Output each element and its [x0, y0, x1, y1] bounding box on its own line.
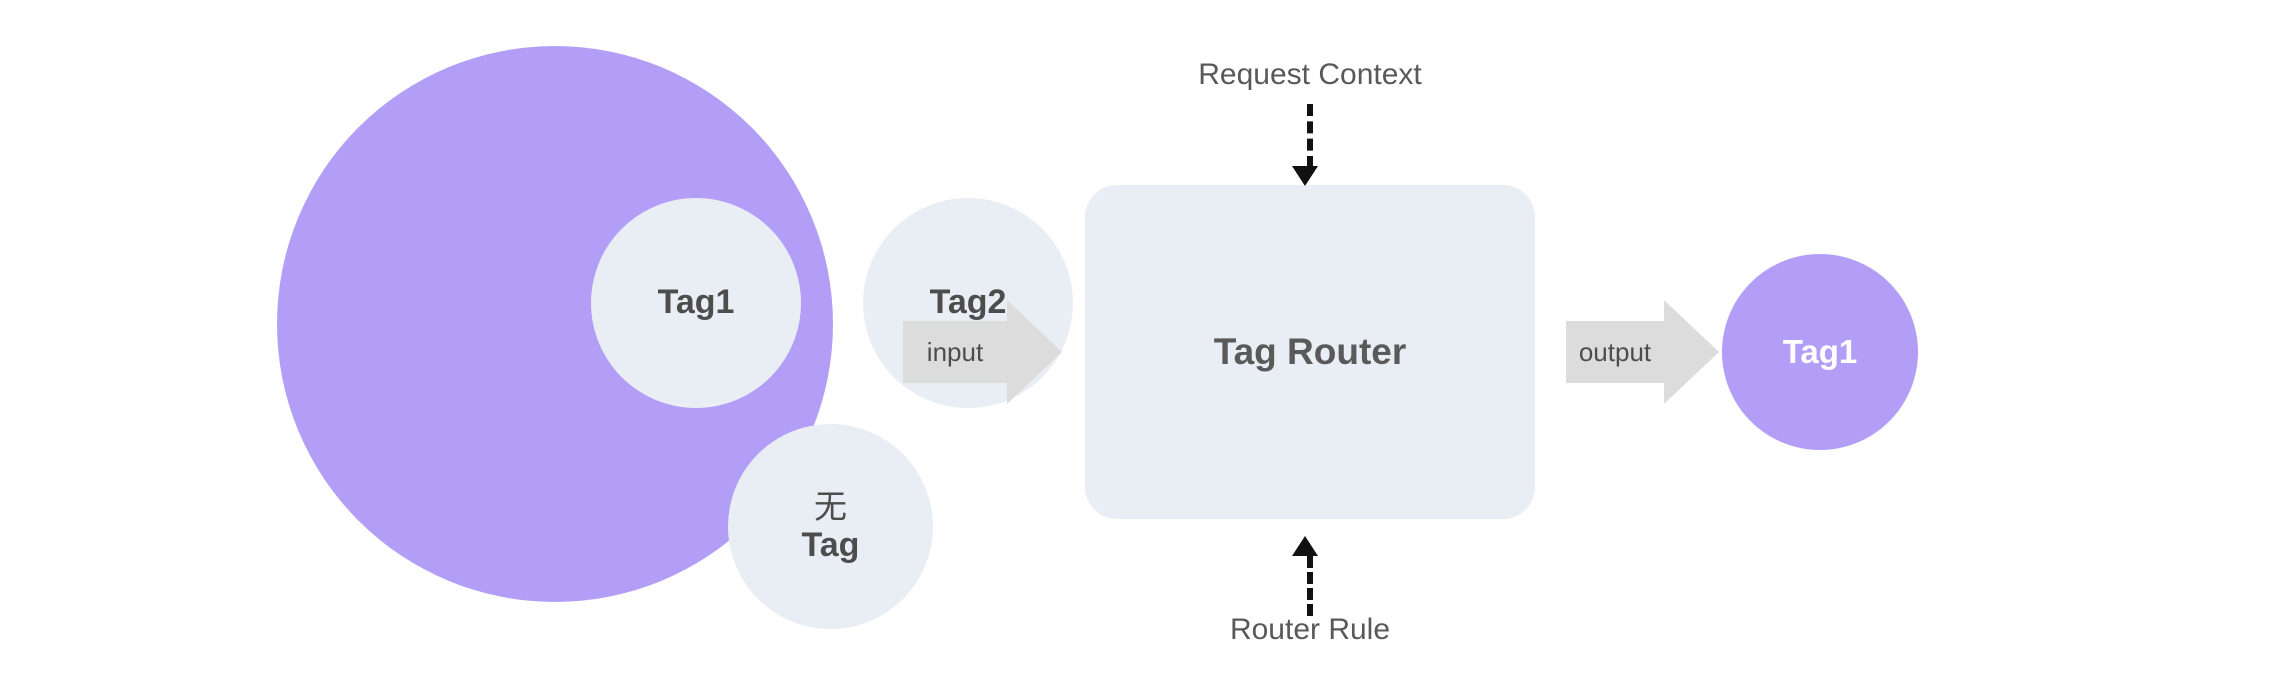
- tag-pool-circle: Tag1 Tag2 无 Tag: [277, 46, 1073, 629]
- router-rule-dashed-line: [1307, 556, 1313, 616]
- tag-bubble-no-tag: 无 Tag: [728, 424, 933, 629]
- arrow-down-icon: [1292, 166, 1318, 186]
- output-arrow: output: [1566, 300, 1719, 404]
- tag-router-box: Tag Router: [1085, 185, 1535, 519]
- output-tag-circle: Tag1: [1722, 254, 1918, 450]
- request-context-dashed-line: [1307, 104, 1313, 168]
- arrow-head-icon: [1664, 300, 1719, 404]
- router-rule-label: Router Rule: [1229, 613, 1391, 646]
- arrow-head-icon: [1007, 300, 1062, 404]
- request-context-label: Request Context: [1198, 58, 1422, 91]
- tag-bubble-label-cn: 无: [814, 487, 847, 525]
- tag-bubble-label-en: Tag: [801, 525, 860, 564]
- input-arrow: input: [903, 300, 1062, 404]
- input-arrow-label: input: [903, 321, 1007, 383]
- output-arrow-label: output: [1566, 321, 1664, 383]
- tag-router-label: Tag Router: [1213, 331, 1407, 372]
- tag-bubble-label: Tag1: [657, 283, 735, 322]
- tag-bubble-tag1: Tag1: [591, 198, 801, 408]
- arrow-up-icon: [1292, 536, 1318, 556]
- tag-bubble-label: Tag2: [929, 283, 1007, 322]
- output-tag-label: Tag1: [1782, 333, 1858, 370]
